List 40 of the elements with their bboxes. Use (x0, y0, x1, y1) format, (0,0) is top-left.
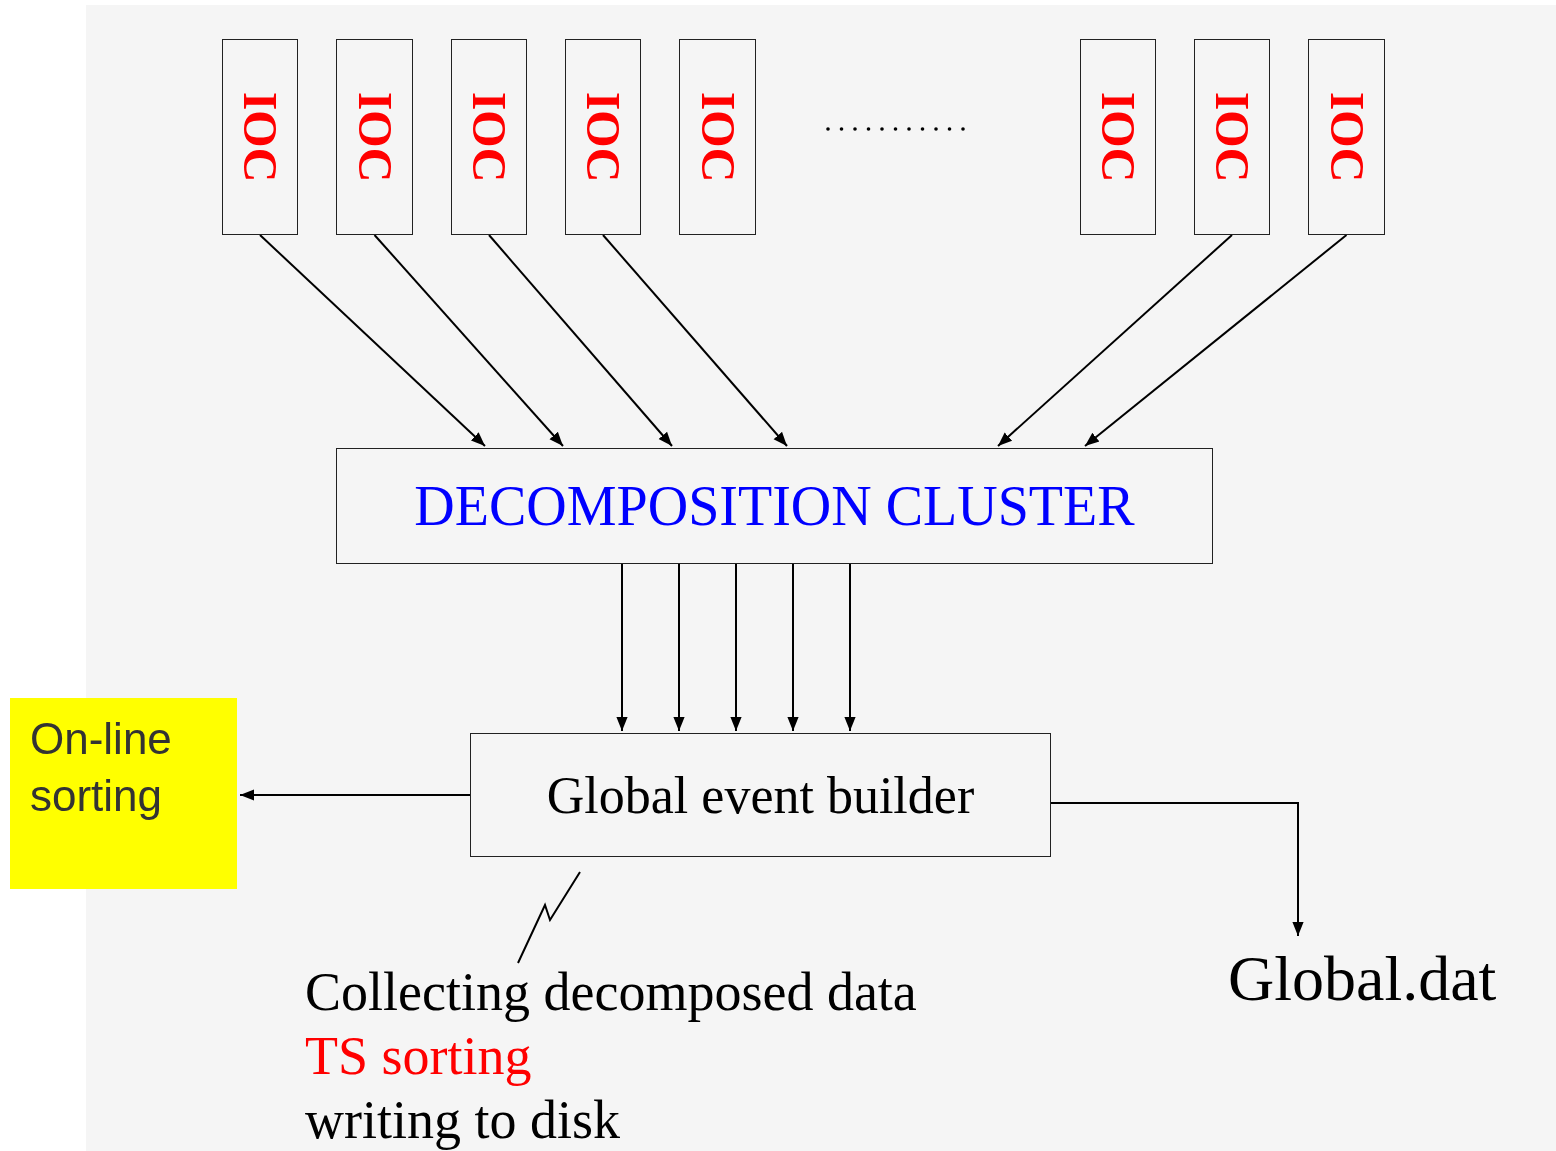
highlight-box (10, 698, 237, 889)
ioc-box (565, 39, 641, 235)
ioc-label: IOC (693, 91, 742, 183)
ioc-label: IOC (1322, 91, 1371, 183)
ioc-box (451, 39, 527, 235)
arrow (730, 563, 742, 732)
arrow (616, 563, 628, 732)
arrow (239, 789, 471, 801)
ioc-label: IOC (579, 91, 627, 183)
arrow (1050, 802, 1304, 937)
arrow (673, 563, 685, 732)
ioc-label: IOC (236, 91, 284, 183)
note-text: Collecting decomposed data (305, 961, 918, 1024)
ioc-label: IOC (1094, 91, 1142, 183)
arrow (844, 563, 856, 732)
arrow (997, 234, 1233, 447)
box-label: Global event builder (546, 765, 975, 825)
file-label: Global.dat (1228, 942, 1498, 1016)
ioc-box (1080, 39, 1156, 235)
ioc-label: IOC (465, 91, 513, 183)
arrow (488, 234, 673, 447)
note-text: TS sorting (305, 1025, 533, 1088)
box-label: DECOMPOSITION CLUSTER (414, 474, 1135, 538)
ioc-box (1194, 39, 1270, 235)
ioc-box (222, 39, 298, 235)
cluster-box (336, 448, 1213, 564)
ioc-box (1308, 39, 1385, 235)
ioc-box (679, 39, 756, 235)
arrow (259, 234, 486, 447)
note-text: writing to disk (305, 1089, 621, 1151)
arrow (1084, 234, 1348, 447)
ioc-box (336, 39, 413, 235)
arrow (373, 234, 564, 447)
arrow (787, 563, 799, 732)
ioc-label: IOC (350, 91, 399, 183)
arrow (602, 234, 788, 447)
builder-box (470, 733, 1051, 857)
ioc-label: IOC (1208, 91, 1256, 183)
zigzag-line (517, 871, 581, 964)
box-label: On-line sorting (30, 713, 173, 822)
